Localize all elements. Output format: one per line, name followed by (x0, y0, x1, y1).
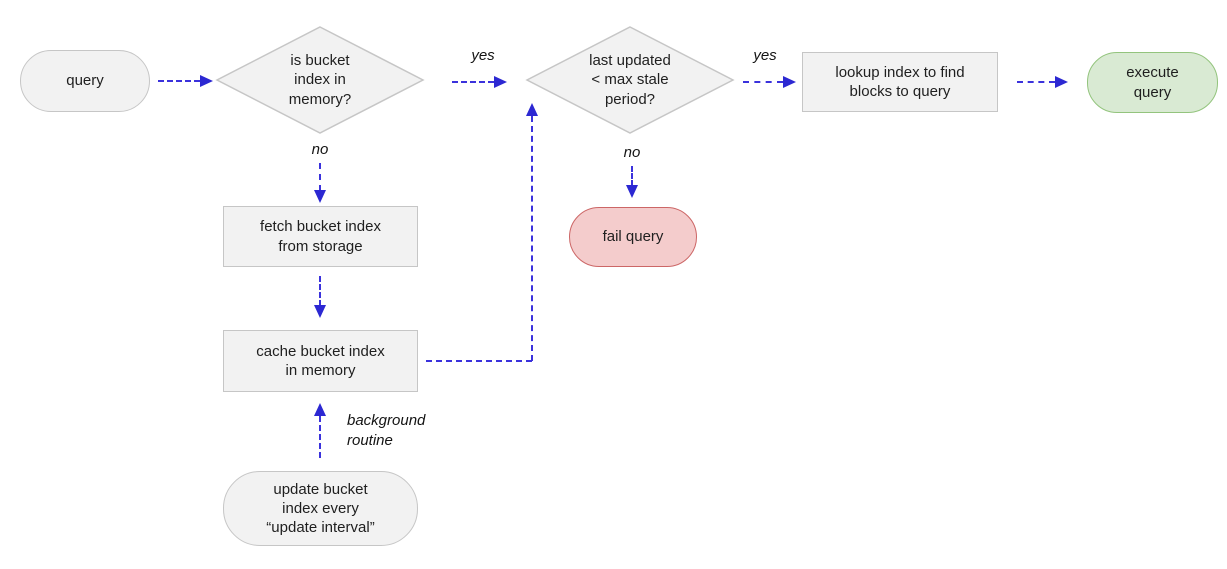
node-fetch-bucket-index-label: fetch bucket index from storage (260, 218, 381, 255)
arrowhead-query-to-memory-check (200, 75, 213, 87)
node-query-label: query (66, 72, 104, 90)
node-execute-query-label: execute query (1126, 64, 1179, 101)
arrowhead-cache-to-stale-check (526, 103, 538, 116)
edge-label-no-to-fail: no (623, 144, 641, 161)
arrowhead-stale-check-to-lookup (783, 76, 796, 88)
node-query: query (20, 50, 150, 112)
edge-stale-check-to-fail (631, 166, 633, 186)
edge-label-background-routine: background routine (347, 412, 426, 450)
node-decision-last-updated-label: last updated < max stale period? (589, 52, 671, 108)
edge-lookup-to-execute (1017, 81, 1055, 83)
node-cache-bucket-index-label: cache bucket index in memory (256, 342, 385, 379)
arrowhead-fetch-to-cache (314, 305, 326, 318)
edge-cache-to-stale-check-vertical (531, 116, 533, 361)
node-fail-query: fail query (569, 207, 697, 267)
node-fail-query-label: fail query (602, 228, 664, 246)
node-execute-query: execute query (1087, 52, 1218, 113)
node-update-bucket-index: update bucket index every “update interv… (223, 471, 418, 546)
arrowhead-memory-check-to-stale-check (494, 76, 507, 88)
edge-label-no-to-fetch: no (311, 141, 329, 158)
node-decision-index-in-memory: is bucket index in memory? (215, 25, 425, 135)
arrowhead-stale-check-to-fail (626, 185, 638, 198)
edge-stale-check-to-lookup (743, 81, 783, 83)
diamond-shape (525, 26, 735, 134)
diamond-shape (215, 26, 425, 134)
edge-fetch-to-cache (319, 276, 321, 306)
edge-label-yes-to-stale-check: yes (471, 47, 495, 64)
edge-cache-to-stale-check-horizontal (426, 360, 532, 362)
edge-memory-check-to-stale-check (452, 81, 494, 83)
node-decision-index-in-memory-label: is bucket index in memory? (288, 52, 352, 108)
edge-label-yes-to-lookup: yes (753, 47, 777, 64)
arrowhead-update-to-cache (314, 403, 326, 416)
node-cache-bucket-index: cache bucket index in memory (223, 330, 418, 392)
edge-update-to-cache (319, 416, 321, 458)
node-update-bucket-index-label: update bucket index every “update interv… (266, 480, 375, 537)
edge-memory-check-to-fetch (319, 163, 321, 191)
edge-query-to-memory-check (158, 80, 200, 82)
node-decision-last-updated: last updated < max stale period? (525, 25, 735, 135)
node-lookup-index: lookup index to find blocks to query (802, 52, 998, 112)
node-fetch-bucket-index: fetch bucket index from storage (223, 206, 418, 267)
node-lookup-index-label: lookup index to find blocks to query (835, 63, 965, 100)
arrowhead-lookup-to-execute (1055, 76, 1068, 88)
arrowhead-memory-check-to-fetch (314, 190, 326, 203)
